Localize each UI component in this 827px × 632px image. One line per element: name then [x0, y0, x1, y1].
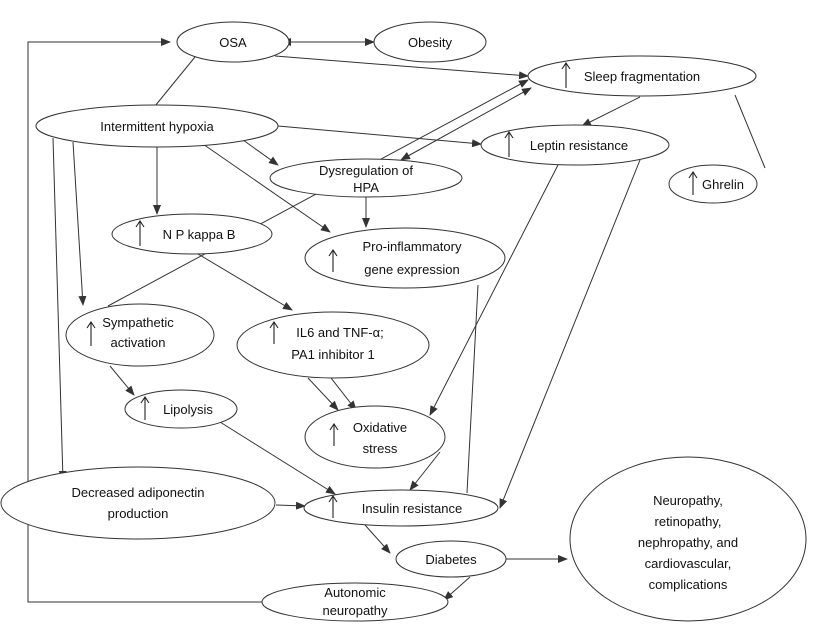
edges — [27, 38, 766, 603]
edge-sleep-ghrelin — [734, 94, 766, 169]
node-complications-line1: Neuropathy, — [653, 493, 723, 508]
edge-adiponectin-insulin — [275, 501, 306, 510]
edge-il6-oxidative-2 — [330, 377, 357, 411]
node-osa: OSA — [176, 21, 290, 63]
increase-arrow-icon — [140, 396, 150, 420]
node-sleep-fragmentation: Sleep fragmentation — [527, 55, 757, 97]
edge-npkb-il6 — [197, 253, 293, 311]
node-sleep-fragmentation-label: Sleep fragmentation — [584, 69, 700, 84]
increase-arrow-icon — [269, 321, 279, 344]
node-sympathetic-activation: Sympathetic activation — [65, 303, 215, 367]
edge-lipolysis-insulin — [219, 421, 336, 495]
increase-arrow-icon — [328, 249, 338, 272]
node-complications-line5: complications — [649, 577, 728, 592]
increase-arrow-icon — [86, 321, 96, 346]
increase-arrow-icon — [561, 62, 571, 88]
node-complications-line4: cardiovascular, — [645, 556, 732, 571]
edge-osa-hypoxia-link — [154, 56, 196, 107]
edge-il6-oxidative-1 — [307, 377, 339, 411]
node-ghrelin-label: Ghrelin — [702, 177, 744, 192]
increase-arrow-icon — [135, 220, 145, 246]
increase-arrow-icon — [328, 495, 338, 518]
edge-leptin-insulin — [499, 159, 641, 509]
node-sympathetic-line1: Sympathetic — [102, 315, 174, 330]
node-il6-line1: IL6 and TNF-α; — [296, 325, 383, 340]
edge-leptin-oxidative — [429, 164, 559, 416]
node-complications-line3: nephropathy, and — [638, 535, 738, 550]
node-diabetes: Diabetes — [395, 540, 507, 578]
node-il6-tnf: IL6 and TNF-α; PA1 inhibitor 1 — [236, 311, 430, 379]
increase-arrow-icon — [688, 171, 698, 195]
node-sympathetic-line2: activation — [111, 335, 166, 350]
node-lipolysis: Lipolysis — [124, 389, 238, 429]
node-autonomic-neuropathy: Autonomic neuropathy — [261, 582, 449, 622]
edge-sympathetic-lipolysis — [109, 365, 135, 396]
node-complications: Neuropathy, retinopathy, nephropathy, an… — [569, 456, 807, 622]
node-np-kappa-b: N P kappa B — [111, 213, 273, 255]
edge-hypoxia-proinflam — [199, 141, 331, 233]
node-insulin-resistance: Insulin resistance — [303, 489, 499, 527]
edge-diabetes-autonomic — [443, 576, 471, 601]
node-oxidative-line1: Oxidative — [353, 420, 407, 435]
edge-hypoxia-hpa — [242, 139, 279, 166]
node-np-kappa-b-label: N P kappa B — [163, 227, 236, 242]
node-il6-line2: PA1 inhibitor 1 — [291, 347, 375, 362]
edge-hypoxia-sympathetic — [72, 141, 87, 306]
node-lipolysis-label: Lipolysis — [163, 402, 213, 417]
edge-hypoxia-leptin — [277, 125, 482, 148]
node-insulin-resistance-label: Insulin resistance — [362, 501, 462, 516]
node-adiponectin-line2: production — [108, 506, 169, 521]
edge-hpa-sleep — [400, 87, 532, 161]
node-osa-label: OSA — [219, 35, 247, 50]
node-autonomic-line1: Autonomic — [324, 585, 386, 600]
edge-proinflam-insulin — [466, 284, 479, 494]
node-adiponectin-line1: Decreased adiponectin — [72, 485, 205, 500]
edge-oxidative-insulin — [409, 451, 441, 491]
node-adiponectin: Decreased adiponectin production — [0, 466, 276, 540]
node-diabetes-label: Diabetes — [425, 552, 477, 567]
increase-arrow-icon — [329, 423, 339, 446]
edge-insulin-diabetes — [364, 524, 391, 554]
edge-hypoxia-adiponectin — [52, 137, 67, 481]
node-hpa: Dysregulation of HPA — [269, 158, 463, 198]
node-pro-inflammatory-line1: Pro-inflammatory — [363, 239, 462, 254]
node-pro-inflammatory-line2: gene expression — [364, 262, 459, 277]
node-intermittent-hypoxia-label: Intermittent hypoxia — [100, 119, 214, 134]
node-oxidative-line2: stress — [363, 441, 398, 456]
node-autonomic-line2: neuropathy — [322, 603, 388, 618]
node-intermittent-hypoxia: Intermittent hypoxia — [35, 104, 279, 148]
node-obesity: Obesity — [373, 21, 487, 63]
node-hpa-line2: HPA — [353, 180, 379, 195]
edge-autonomic-osa-feedback — [27, 38, 262, 603]
node-leptin-resistance-label: Leptin resistance — [530, 138, 628, 153]
node-ghrelin: Ghrelin — [668, 164, 758, 204]
node-complications-line2: retinopathy, — [655, 514, 722, 529]
node-oxidative-stress: Oxidative stress — [304, 405, 446, 469]
node-obesity-label: Obesity — [408, 35, 453, 50]
increase-arrow-icon — [504, 131, 514, 157]
node-hpa-line1: Dysregulation of — [319, 163, 413, 178]
node-leptin-resistance: Leptin resistance — [480, 124, 670, 166]
edge-sleep-leptin — [581, 96, 641, 127]
node-pro-inflammatory: Pro-inflammatory gene expression — [304, 227, 506, 289]
edge-osa-sleep — [274, 55, 529, 80]
